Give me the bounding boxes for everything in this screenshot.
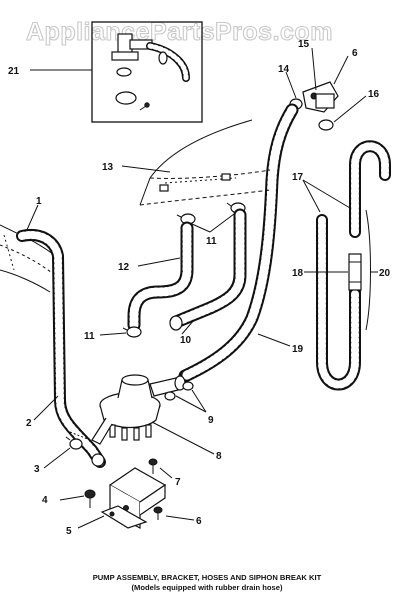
screw-6-bottom — [153, 506, 163, 520]
callout-4: 4 — [42, 495, 48, 506]
siphon-elbow-assembly — [289, 81, 339, 131]
screw-4 — [84, 489, 96, 508]
callout-2: 2 — [26, 418, 32, 429]
callout-13: 13 — [102, 162, 114, 173]
callout-16: 16 — [368, 89, 380, 100]
callout-20: 20 — [379, 268, 391, 279]
callout-11-upper: 11 — [206, 236, 217, 247]
callout-9: 9 — [208, 415, 214, 426]
callout-7: 7 — [175, 477, 181, 488]
pump-bracket-5 — [100, 467, 167, 529]
clamp-3 — [65, 431, 91, 450]
callout-21: 21 — [8, 66, 20, 77]
caption-line-1: PUMP ASSEMBLY, BRACKET, HOSES AND SIPHON… — [93, 573, 322, 582]
callout-10: 10 — [180, 335, 192, 346]
hose-clamp-lower — [122, 326, 142, 338]
callout-6-top: 6 — [352, 48, 358, 59]
drain-hose-19 — [178, 103, 299, 383]
callout-17: 17 — [292, 172, 304, 183]
tub-shield-13 — [139, 119, 271, 206]
caption-line-2: (Models equipped with rubber drain hose) — [131, 583, 283, 592]
screw-7 — [148, 458, 158, 474]
callout-5: 5 — [66, 526, 72, 537]
callout-18: 18 — [292, 268, 304, 279]
hose-12 — [127, 221, 194, 332]
siphon-hoses — [316, 140, 391, 391]
hose-10 — [169, 208, 247, 331]
callout-8: 8 — [216, 451, 222, 462]
callout-6-bottom: 6 — [196, 516, 202, 527]
callout-11-lower: 11 — [84, 331, 95, 342]
pump-assembly — [91, 374, 186, 445]
callout-1: 1 — [36, 196, 42, 207]
callout-12: 12 — [118, 262, 130, 273]
callout-19: 19 — [292, 344, 304, 355]
callout-3: 3 — [34, 464, 40, 475]
hose-2 — [16, 229, 106, 468]
callout-14: 14 — [278, 64, 290, 75]
siphon-break-kit-inset — [91, 21, 203, 123]
callout-15: 15 — [298, 39, 310, 50]
pump-clamps-9 — [164, 381, 194, 401]
